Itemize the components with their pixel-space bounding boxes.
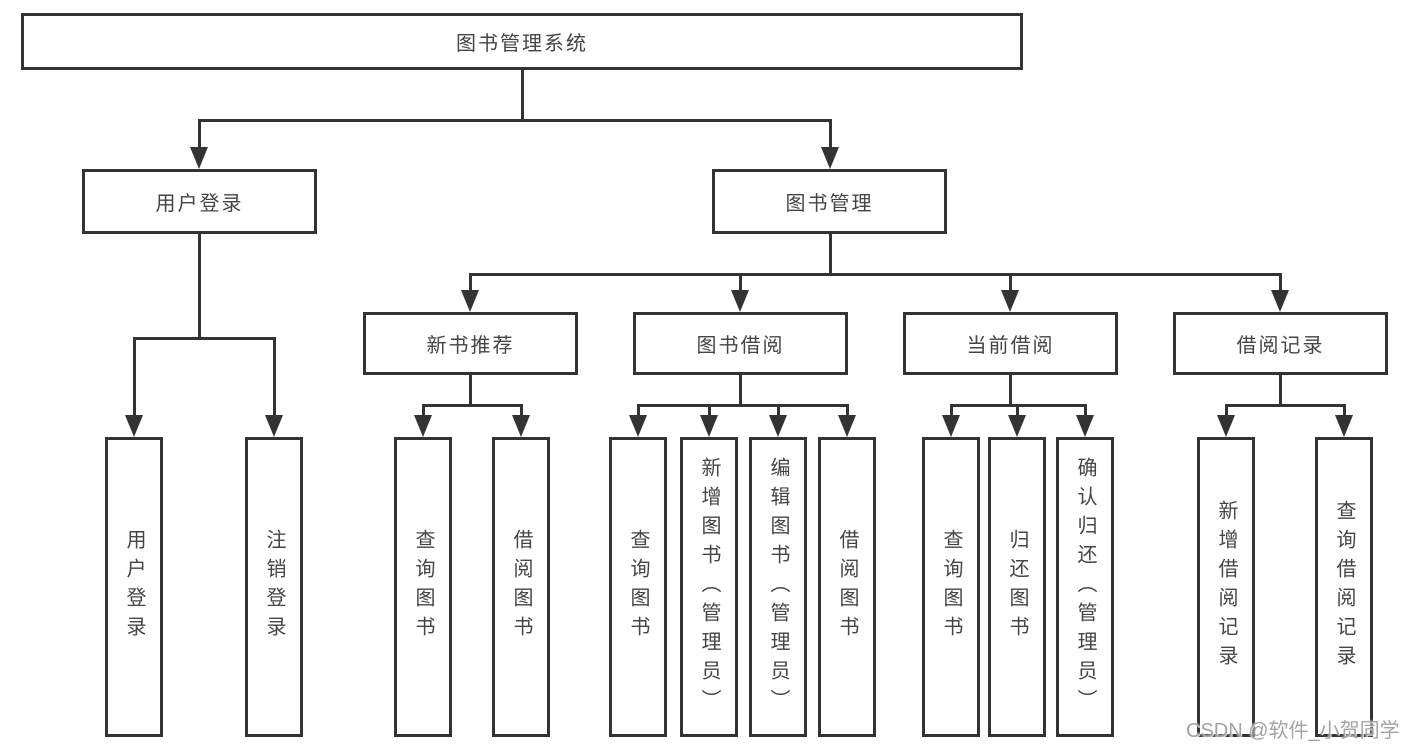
edge-borrow-records-hline	[1225, 404, 1346, 407]
leaf-return-books-label: 归还图书	[1006, 529, 1028, 645]
node-book-management: 图书管理	[712, 169, 947, 234]
leaf-edit-books-admin-label: 编辑图书（管理员）	[767, 456, 789, 718]
arrowhead-down-icon	[821, 147, 839, 169]
node-book-management-label: 图书管理	[785, 193, 874, 215]
arrowhead-down-icon	[125, 415, 143, 437]
leaf-borrow-books-recommend-label: 借阅图书	[510, 529, 532, 645]
edge-leaf-stem	[1225, 404, 1228, 419]
arrowhead-down-icon	[942, 415, 960, 437]
leaf-add-books-admin-label: 新增图书（管理员）	[698, 456, 720, 718]
arrowhead-down-icon	[1271, 290, 1289, 312]
node-current-borrow: 当前借阅	[903, 312, 1118, 375]
leaf-user-login: 用户登录	[105, 437, 163, 737]
leaf-borrow-books-recommend: 借阅图书	[492, 437, 550, 737]
edge-leaf-stem	[1084, 404, 1087, 419]
arrowhead-down-icon	[700, 415, 718, 437]
leaf-add-books-admin: 新增图书（管理员）	[680, 437, 738, 737]
edge-to-borrow-records-stem	[1279, 273, 1282, 293]
leaf-query-books-recommend: 查询图书	[394, 437, 452, 737]
leaf-logout-login: 注销登录	[245, 437, 303, 737]
leaf-query-borrow-record-label: 查询借阅记录	[1333, 500, 1355, 674]
node-current-borrow-label: 当前借阅	[966, 335, 1055, 357]
edge-new-book-stem	[469, 375, 472, 406]
arrowhead-down-icon	[414, 415, 432, 437]
edge-root-l2-hline	[198, 119, 832, 122]
node-root-label: 图书管理系统	[456, 33, 588, 55]
edge-leaf-stem	[777, 404, 780, 419]
leaf-add-borrow-record: 新增借阅记录	[1197, 437, 1255, 737]
edge-leaf-stem	[637, 404, 640, 419]
arrowhead-down-icon	[731, 290, 749, 312]
edge-book-borrow-stem2	[739, 375, 742, 406]
node-user-login: 用户登录	[82, 169, 317, 234]
arrowhead-down-icon	[769, 415, 787, 437]
arrowhead-down-icon	[461, 290, 479, 312]
edge-root-stem	[521, 70, 524, 121]
edge-leaf-stem	[708, 404, 711, 419]
leaf-return-books: 归还图书	[988, 437, 1046, 737]
leaf-confirm-return-admin: 确认归还（管理员）	[1056, 437, 1114, 737]
arrowhead-down-icon	[1076, 415, 1094, 437]
node-borrow-records-label: 借阅记录	[1236, 335, 1325, 357]
leaf-logout-login-label: 注销登录	[263, 529, 285, 645]
edge-leaf-stem	[1343, 404, 1346, 419]
edge-new-book-hline	[422, 404, 523, 407]
leaf-query-books-current: 查询图书	[922, 437, 980, 737]
arrowhead-down-icon	[629, 415, 647, 437]
leaf-query-borrow-record: 查询借阅记录	[1315, 437, 1373, 737]
edge-to-book-borrow-stem	[739, 273, 742, 293]
edge-to-book-management-stem	[829, 119, 832, 151]
node-new-book-recommend: 新书推荐	[363, 312, 578, 375]
node-book-borrow: 图书借阅	[633, 312, 848, 375]
leaf-borrow-books: 借阅图书	[818, 437, 876, 737]
edge-user-login-hline	[133, 337, 276, 340]
edge-to-new-book-stem	[469, 273, 472, 293]
leaf-borrow-books-label: 借阅图书	[836, 529, 858, 645]
arrowhead-down-icon	[265, 415, 283, 437]
edge-leaf-stem	[846, 404, 849, 419]
edge-book-borrow-hline	[637, 404, 849, 407]
edge-current-borrow-stem2	[1009, 375, 1012, 406]
edge-book-management-stem	[829, 234, 832, 275]
leaf-query-books-borrow: 查询图书	[609, 437, 667, 737]
watermark: CSDN @软件_小贺同学	[1186, 720, 1400, 742]
edge-to-current-borrow-stem	[1009, 273, 1012, 293]
arrowhead-down-icon	[1008, 415, 1026, 437]
edge-user-login-stem	[198, 234, 201, 340]
node-root: 图书管理系统	[21, 13, 1023, 70]
edge-leaf-stem	[1016, 404, 1019, 419]
node-book-borrow-label: 图书借阅	[696, 335, 785, 357]
edge-to-leaf-user-login-stem	[133, 337, 136, 417]
edge-leaf-stem	[950, 404, 953, 419]
leaf-user-login-label: 用户登录	[123, 529, 145, 645]
leaf-add-borrow-record-label: 新增借阅记录	[1215, 500, 1237, 674]
edge-leaf-stem	[422, 404, 425, 419]
edge-to-user-login-stem	[198, 119, 201, 151]
edge-leaf-stem	[520, 404, 523, 419]
node-user-login-label: 用户登录	[155, 193, 244, 215]
arrowhead-down-icon	[1335, 415, 1353, 437]
arrowhead-down-icon	[1001, 290, 1019, 312]
edge-book-management-hline	[469, 273, 1281, 276]
leaf-edit-books-admin: 编辑图书（管理员）	[749, 437, 807, 737]
edge-to-leaf-logout-stem	[273, 337, 276, 417]
node-borrow-records: 借阅记录	[1173, 312, 1388, 375]
leaf-query-books-borrow-label: 查询图书	[627, 529, 649, 645]
leaf-confirm-return-admin-label: 确认归还（管理员）	[1074, 456, 1096, 718]
arrowhead-down-icon	[512, 415, 530, 437]
arrowhead-down-icon	[1217, 415, 1235, 437]
arrowhead-down-icon	[838, 415, 856, 437]
leaf-query-books-recommend-label: 查询图书	[412, 529, 434, 645]
node-new-book-recommend-label: 新书推荐	[426, 335, 515, 357]
edge-borrow-records-stem2	[1279, 375, 1282, 406]
leaf-query-books-current-label: 查询图书	[940, 529, 962, 645]
arrowhead-down-icon	[190, 147, 208, 169]
